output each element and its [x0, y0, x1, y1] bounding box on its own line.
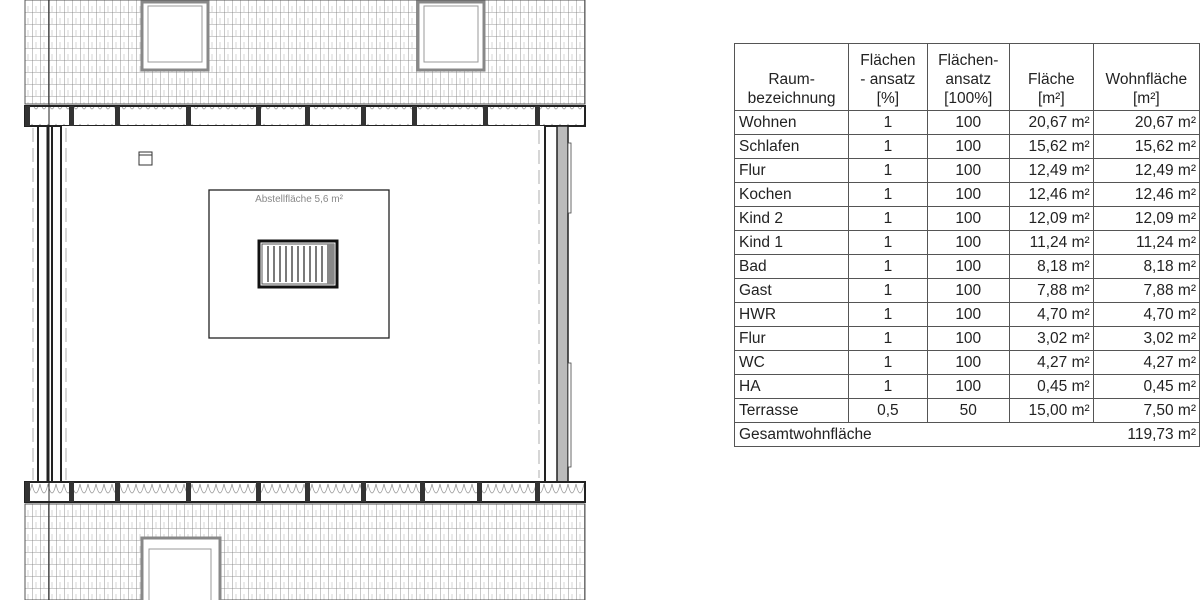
- roof-tiles-top: [24, 0, 586, 105]
- living-area-table: Raum-bezeichnung Flächen- ansatz[%] Fläc…: [733, 43, 1200, 447]
- header-living-area: Wohnfläche[m²]: [1092, 43, 1200, 111]
- storage-area-label: Abstellfläche 5,6 m²: [255, 194, 343, 205]
- attic-stair-hatch-icon: [257, 239, 339, 289]
- wall-insulation-top: [24, 105, 586, 127]
- total-value: 119,73 m²: [1093, 422, 1200, 447]
- table-header-row: Raum-bezeichnung Flächen- ansatz[%] Fläc…: [733, 43, 1200, 111]
- wall-insulation-bottom: [24, 481, 586, 503]
- header-area-percent: Flächen-ansatz[100%]: [926, 43, 1010, 111]
- roof-window-icon: [140, 0, 210, 72]
- total-row: Gesamtwohnfläche 119,73 m²: [734, 422, 1200, 447]
- roof-window-icon: [140, 536, 222, 600]
- header-area: Fläche[m²]: [1008, 43, 1094, 111]
- header-area-factor: Flächen- ansatz[%]: [848, 43, 928, 111]
- total-label: Gesamtwohnfläche: [734, 422, 1094, 447]
- attic-floor-plan: [24, 0, 586, 600]
- header-room-name: Raum-bezeichnung: [733, 43, 850, 111]
- attic-room: [32, 125, 572, 483]
- small-window-symbol-icon: [138, 151, 153, 166]
- roof-tiles-bottom: [24, 503, 586, 600]
- roof-window-icon: [416, 0, 486, 72]
